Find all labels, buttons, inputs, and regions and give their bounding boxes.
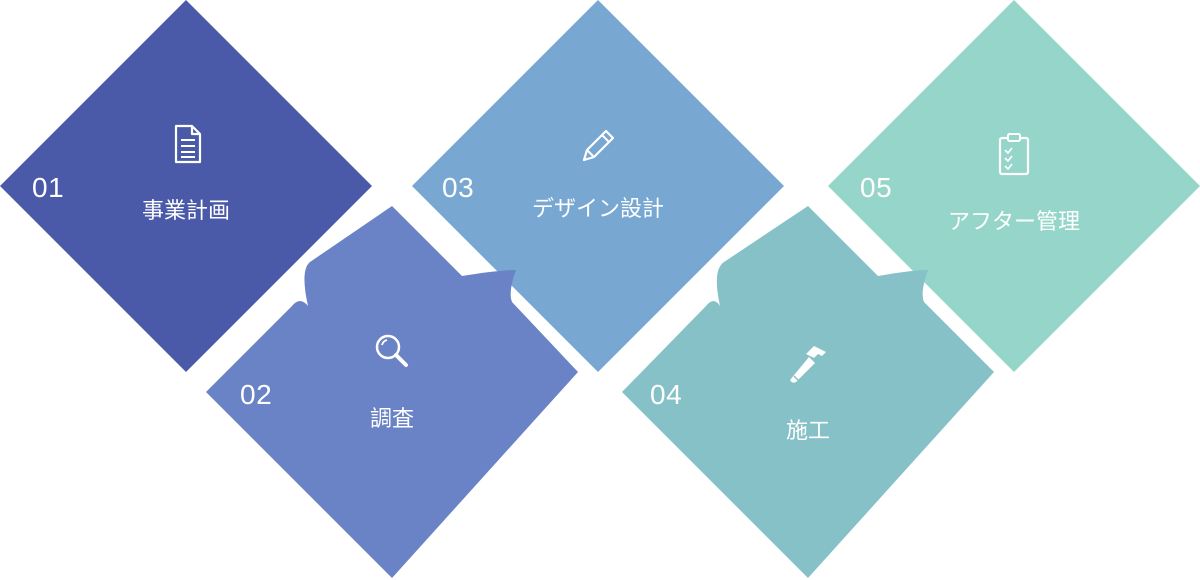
pencil-icon <box>574 122 622 170</box>
step-01-diamond <box>0 0 372 372</box>
hammer-icon <box>784 340 832 388</box>
step-02-diamond <box>206 206 578 578</box>
clipboard-icon <box>990 130 1038 178</box>
step-04-number: 04 <box>650 379 683 410</box>
step-03-number: 03 <box>442 172 475 203</box>
step-01-label: 事業計画 <box>141 199 231 224</box>
step-04-label: 施工 <box>785 419 831 444</box>
step-03-label: デザイン設計 <box>531 197 665 222</box>
step-04-diamond <box>622 206 994 578</box>
magnifier-icon <box>368 327 416 375</box>
document-icon <box>162 120 210 168</box>
step-02-label: 調査 <box>369 407 415 432</box>
step-02-number: 02 <box>240 379 273 410</box>
step-01-number: 01 <box>32 172 65 203</box>
step-05-label: アフター管理 <box>947 210 1081 235</box>
step-05-number: 05 <box>860 172 893 203</box>
